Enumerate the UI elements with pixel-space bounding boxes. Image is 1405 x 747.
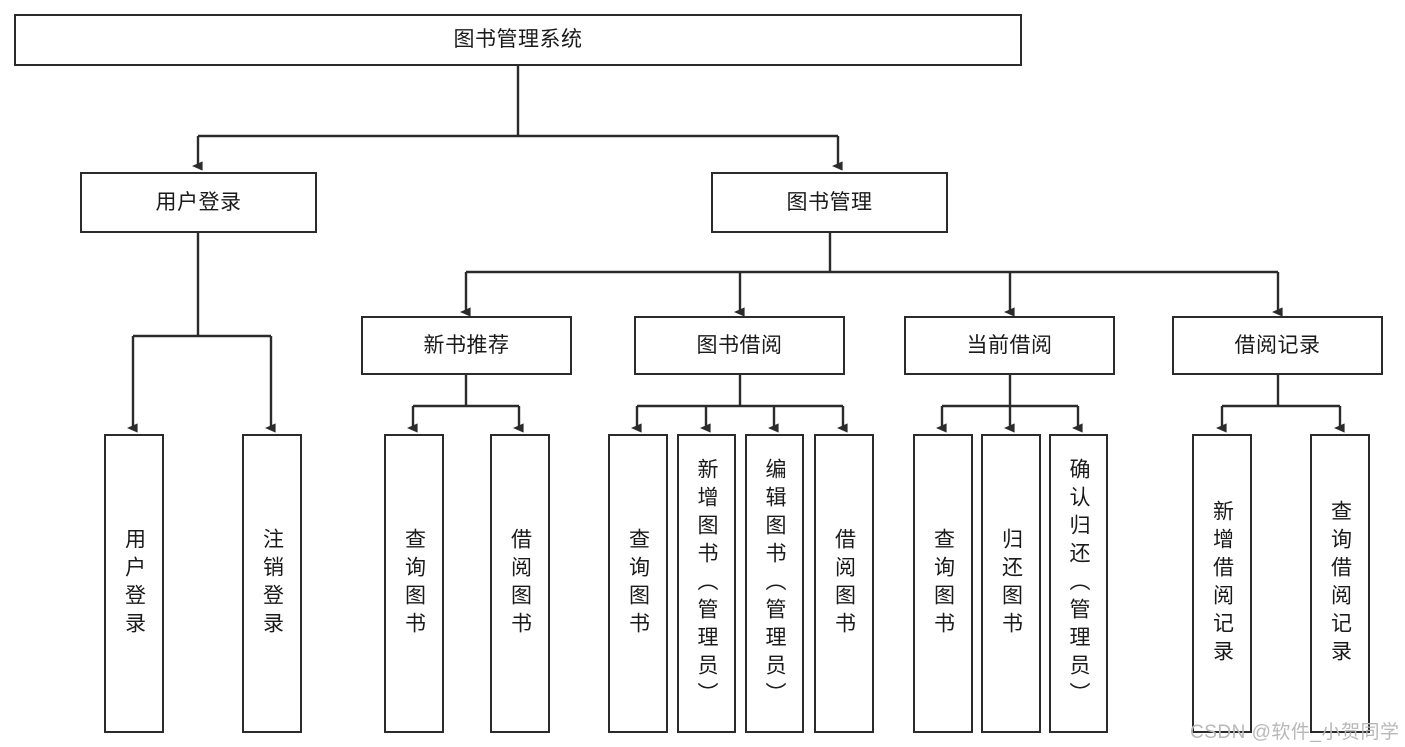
node-label: 用户登录 [155,190,242,214]
node-label: 新书推荐 [423,333,510,357]
node-leaf-logout[interactable]: 注销登录 [242,434,302,733]
node-label: 查询图书 [931,527,955,640]
node-label: 图书管理 [786,190,873,214]
node-label: 注销登录 [260,527,284,640]
node-label: 借阅图书 [832,527,856,640]
node-label: 查询图书 [402,527,426,640]
node-label: 归还图书 [999,527,1023,640]
node-leaf-query-record[interactable]: 查询借阅记录 [1310,434,1370,733]
node-leaf-confirm-return[interactable]: 确认归还（管理员） [1049,434,1108,733]
node-book-manage[interactable]: 图书管理 [711,172,948,233]
node-label: 用户登录 [122,527,146,640]
node-label: 当前借阅 [966,333,1053,357]
node-new-book-rec[interactable]: 新书推荐 [361,316,572,375]
node-root-system[interactable]: 图书管理系统 [14,14,1022,66]
node-book-borrow[interactable]: 图书借阅 [634,316,845,375]
node-leaf-query-book-1[interactable]: 查询图书 [384,434,444,733]
node-label: 查询图书 [626,527,650,640]
node-borrow-record[interactable]: 借阅记录 [1172,316,1383,375]
node-leaf-return-book[interactable]: 归还图书 [981,434,1041,733]
node-label: 借阅图书 [508,527,532,640]
node-leaf-add-book[interactable]: 新增图书（管理员） [677,434,736,733]
node-user-login[interactable]: 用户登录 [80,172,317,233]
node-label: 编辑图书（管理员） [763,457,786,710]
node-label: 图书借阅 [696,333,783,357]
node-leaf-edit-book[interactable]: 编辑图书（管理员） [745,434,804,733]
node-leaf-add-record[interactable]: 新增借阅记录 [1192,434,1252,733]
node-label: 借阅记录 [1234,333,1321,357]
node-label: 新增图书（管理员） [695,457,718,710]
node-label: 图书管理系统 [453,28,583,52]
node-label: 新增借阅记录 [1210,499,1234,668]
node-label: 查询借阅记录 [1328,499,1352,668]
watermark-text: CSDN @软件_小贺同学 [1190,722,1400,743]
node-label: 确认归还（管理员） [1067,457,1090,710]
node-leaf-borrow-book-1[interactable]: 借阅图书 [490,434,550,733]
node-leaf-borrow-book-2[interactable]: 借阅图书 [814,434,874,733]
node-leaf-query-book-2[interactable]: 查询图书 [608,434,668,733]
node-leaf-query-book-3[interactable]: 查询图书 [913,434,973,733]
node-leaf-user-login[interactable]: 用户登录 [104,434,164,733]
node-current-borrow[interactable]: 当前借阅 [904,316,1115,375]
